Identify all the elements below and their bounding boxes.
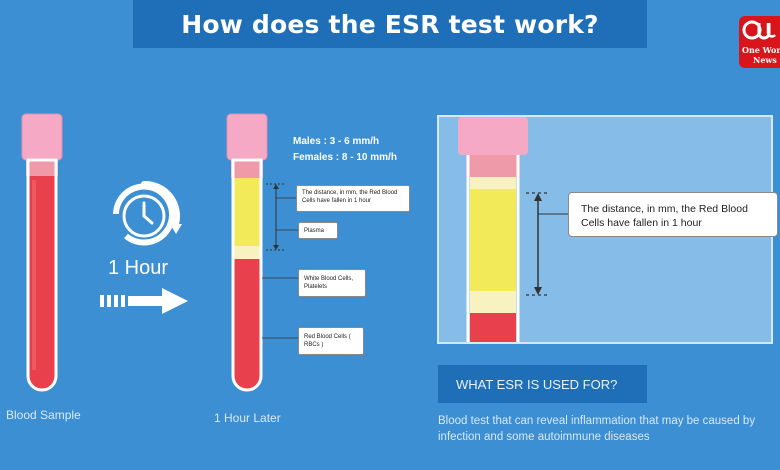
logo-mark-icon [742,20,776,40]
callout-distance: The distance, in mm, the Red Blood Cells… [296,185,410,212]
clock-icon [113,180,182,246]
caption-blood-sample: Blood Sample [6,408,81,422]
callout-plasma: Plasma [298,222,338,239]
esr-use-heading-box: WHAT ESR IS USED FOR? [438,365,647,403]
one-world-news-logo[interactable]: One World News [739,16,780,68]
logo-text-line1: One World [742,45,780,55]
page-title: How does the ESR test work? [181,9,599,39]
callout-leader-lines [262,183,298,339]
time-label: 1 Hour [108,257,169,279]
title-banner: How does the ESR test work? [133,0,647,48]
callout-red-blood-cells: Red Blood Cells ( RBCs ) [298,327,364,355]
esr-use-heading: WHAT ESR IS USED FOR? [456,376,618,392]
arrow-right-icon [100,288,188,314]
blood-sample-tube [21,113,63,392]
logo-text-line2: News [753,55,777,65]
esr-use-description: Blood test that can reveal inflammation … [438,415,756,443]
separated-blood-tube [226,113,268,392]
zoomed-tube [458,117,570,342]
callout-white-blood-cells: White Blood Cells, Platelets [298,269,366,297]
caption-one-hour-later: 1 Hour Later [214,411,281,425]
zoom-callout-distance: The distance, in mm, the Red Blood Cells… [568,192,778,237]
reference-males: Males : 3 - 6 mm/h [293,136,380,147]
reference-females: Females : 8 - 10 mm/h [293,152,397,163]
